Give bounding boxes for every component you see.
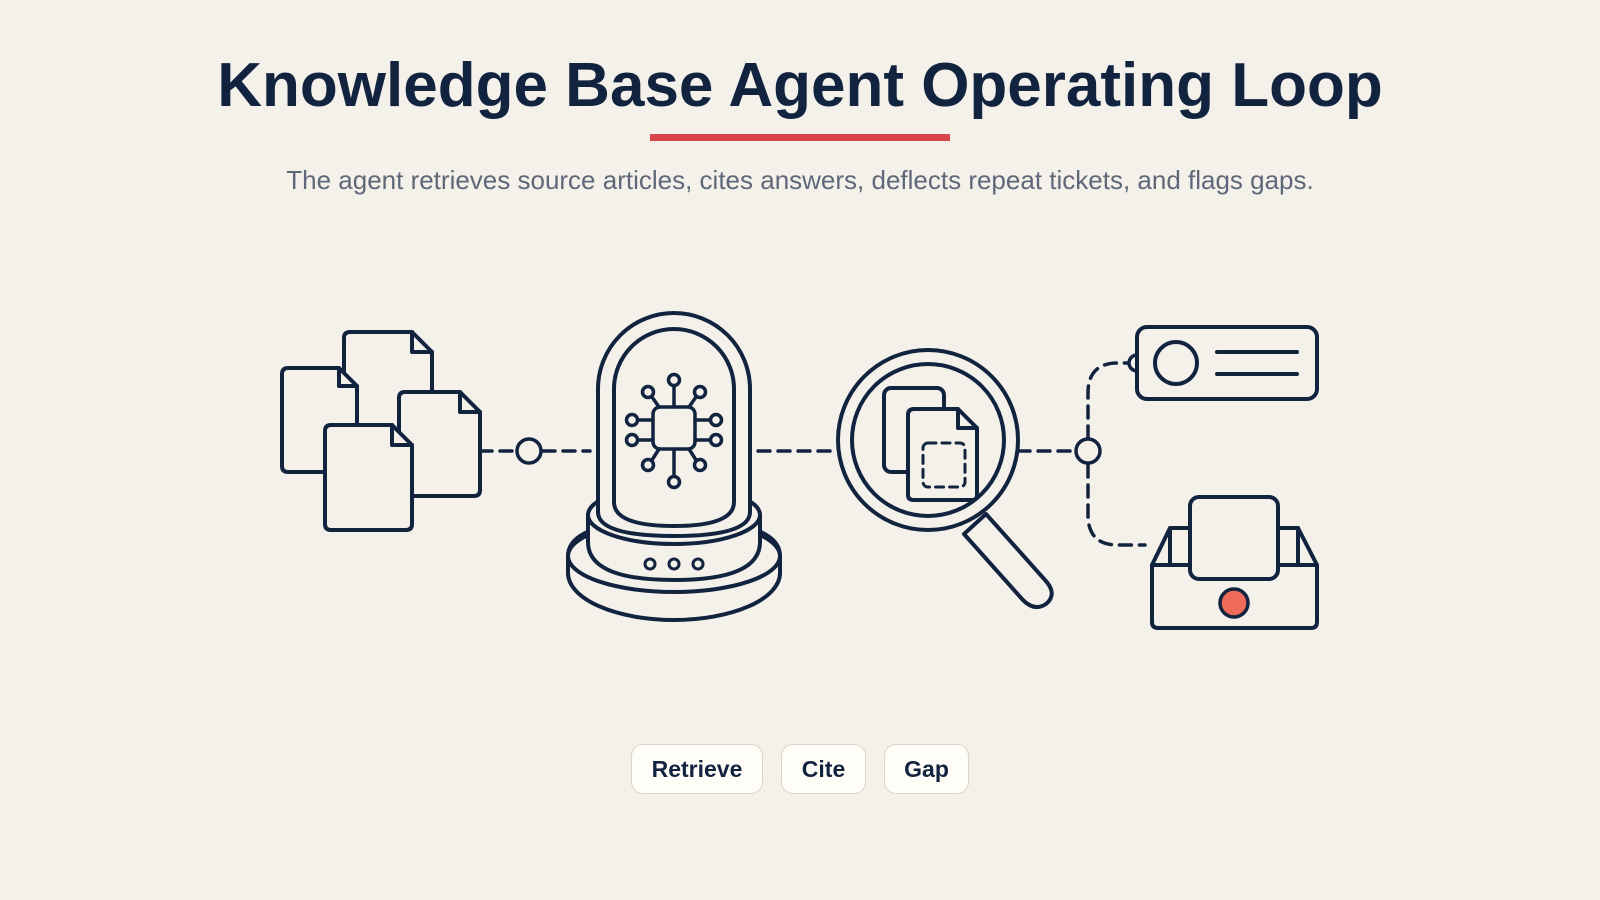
chip-icon: [624, 372, 724, 490]
title-underline: [650, 134, 950, 141]
step-pills: Retrieve Cite Gap: [0, 744, 1600, 794]
cite-step-button[interactable]: Cite: [781, 744, 866, 794]
retrieve-step-button[interactable]: Retrieve: [631, 744, 763, 794]
page-title: Knowledge Base Agent Operating Loop: [217, 51, 1383, 120]
page-subtitle: The agent retrieves source articles, cit…: [286, 165, 1314, 195]
id-card-icon: [1135, 325, 1319, 401]
base-dots: [643, 557, 705, 571]
connector-node-left: [515, 437, 543, 465]
ai-chip-dome-icon: [566, 311, 782, 622]
connector-node-right: [1074, 437, 1102, 465]
connector-lines: [478, 361, 1147, 547]
magnifying-glass-document-icon: [836, 348, 1054, 610]
gap-step-button[interactable]: Gap: [884, 744, 969, 794]
document-icon: [323, 423, 414, 532]
alert-dot-icon: [1218, 587, 1250, 619]
document-stack-icon: [280, 330, 482, 532]
ticket-tray-alert-icon: [1150, 495, 1319, 630]
